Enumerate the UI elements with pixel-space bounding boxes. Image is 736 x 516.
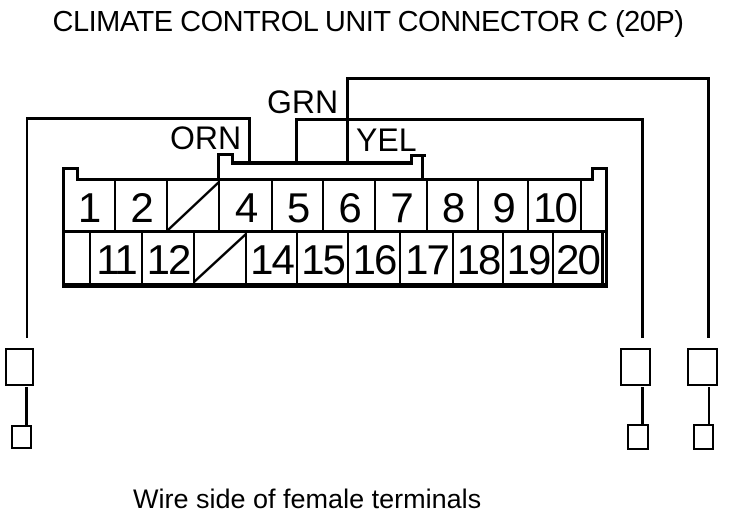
pin-cell-6: 6 bbox=[338, 184, 361, 231]
connector-left-tab-top bbox=[62, 167, 79, 170]
key-section-top-bar bbox=[231, 161, 413, 165]
wire-yel-right-vertical bbox=[707, 80, 710, 338]
pin-cell-7: 7 bbox=[390, 184, 413, 231]
bottom-row-divider-17-18 bbox=[452, 233, 454, 283]
terminal-box-yel-large bbox=[687, 348, 718, 386]
top-row-divider-4-5 bbox=[271, 181, 273, 230]
key-section-left-inner-leg bbox=[231, 153, 234, 165]
terminal-box-orn-small bbox=[11, 425, 32, 449]
pin-cell-20: 20 bbox=[556, 236, 601, 283]
bottom-row-right-edge bbox=[601, 233, 604, 283]
wire-grn-horizontal bbox=[295, 118, 644, 121]
pin-cell-1: 1 bbox=[77, 184, 101, 231]
top-row-divider-10-blank bbox=[580, 181, 582, 230]
pin-cell-14: 14 bbox=[250, 236, 295, 283]
wire-grn-lower-vertical bbox=[641, 387, 644, 425]
diagram-caption: Wire side of female terminals bbox=[133, 484, 482, 514]
bottom-row-divider-19-20 bbox=[552, 233, 554, 283]
pin-cell-19: 19 bbox=[506, 236, 552, 283]
missing-pin-13-slash bbox=[193, 233, 247, 283]
wire-orn-horizontal bbox=[26, 117, 251, 120]
bottom-row-divider-11-12 bbox=[141, 233, 143, 283]
pin-cell-2: 2 bbox=[130, 184, 153, 231]
connector-left-edge bbox=[62, 167, 65, 287]
bottom-row-divider-12-13 bbox=[193, 233, 195, 283]
pin-row-divider bbox=[63, 230, 605, 233]
connector-right-edge bbox=[605, 167, 608, 287]
pin-cell-16: 16 bbox=[352, 236, 398, 283]
bottom-row-divider-blank-11 bbox=[89, 233, 91, 283]
connector-top-edge bbox=[76, 178, 594, 181]
pin-cell-12: 12 bbox=[146, 236, 192, 283]
top-row-divider-6-7 bbox=[374, 181, 376, 230]
wire-orn-lower-vertical bbox=[25, 387, 28, 426]
connector-right-tab-top bbox=[591, 167, 608, 170]
diagram-title: CLIMATE CONTROL UNIT CONNECTOR C (20P) bbox=[52, 6, 684, 38]
wire-orn-left-vertical bbox=[26, 120, 28, 338]
key-section-right-outer-leg bbox=[421, 154, 424, 180]
bottom-row-divider-18-19 bbox=[502, 233, 504, 283]
terminal-box-grn-small bbox=[627, 424, 649, 450]
pin-cell-17: 17 bbox=[405, 236, 450, 283]
key-section-left-top bbox=[217, 153, 234, 156]
wire-label-orn: ORN bbox=[170, 120, 242, 156]
pin-cell-8: 8 bbox=[441, 184, 465, 231]
top-row-divider-7-8 bbox=[426, 181, 428, 230]
terminal-box-yel-small bbox=[693, 424, 714, 450]
bottom-row-divider-14-15 bbox=[296, 233, 298, 283]
terminal-box-grn-large bbox=[620, 348, 651, 386]
top-row-divider-3-4 bbox=[218, 181, 220, 230]
connector-right-tab-step bbox=[591, 167, 594, 181]
pin-cell-10: 10 bbox=[533, 184, 578, 231]
wire-label-yel: YEL bbox=[356, 122, 417, 158]
pin-cell-9: 9 bbox=[492, 184, 515, 231]
top-row-divider-5-6 bbox=[322, 181, 324, 230]
top-row-divider-2-3 bbox=[166, 181, 168, 230]
pin-cell-11: 11 bbox=[96, 236, 138, 283]
top-row-divider-8-9 bbox=[477, 181, 479, 230]
terminal-box-orn-large bbox=[5, 348, 34, 386]
key-section-right-top bbox=[410, 154, 426, 157]
bottom-row-divider-15-16 bbox=[347, 233, 349, 283]
top-row-divider-1-2 bbox=[114, 181, 116, 230]
pin-cell-4: 4 bbox=[234, 184, 258, 231]
top-row-divider-9-10 bbox=[527, 181, 529, 230]
missing-pin-3-slash bbox=[167, 181, 220, 231]
wire-label-grn: GRN bbox=[267, 84, 339, 120]
pin-cell-5: 5 bbox=[286, 184, 310, 231]
wire-grn-right-vertical bbox=[641, 121, 644, 338]
bottom-row-divider-16-17 bbox=[399, 233, 401, 283]
key-section-left-outer-leg bbox=[217, 153, 220, 180]
wire-yel-drop-to-pin6 bbox=[346, 80, 349, 164]
connector-bottom-edge bbox=[62, 283, 608, 288]
wire-yel-lower-vertical bbox=[708, 387, 710, 425]
pin-cell-18: 18 bbox=[456, 236, 502, 283]
wire-orn-drop-to-pin4 bbox=[248, 117, 251, 164]
connector-left-tab-step bbox=[76, 167, 79, 181]
wire-yel-horizontal bbox=[346, 77, 710, 80]
bottom-row-divider-13-14 bbox=[245, 233, 247, 283]
pin-cell-15: 15 bbox=[301, 236, 346, 283]
wire-grn-drop-to-pin5 bbox=[295, 121, 298, 164]
key-section-right-inner-leg bbox=[410, 154, 413, 165]
